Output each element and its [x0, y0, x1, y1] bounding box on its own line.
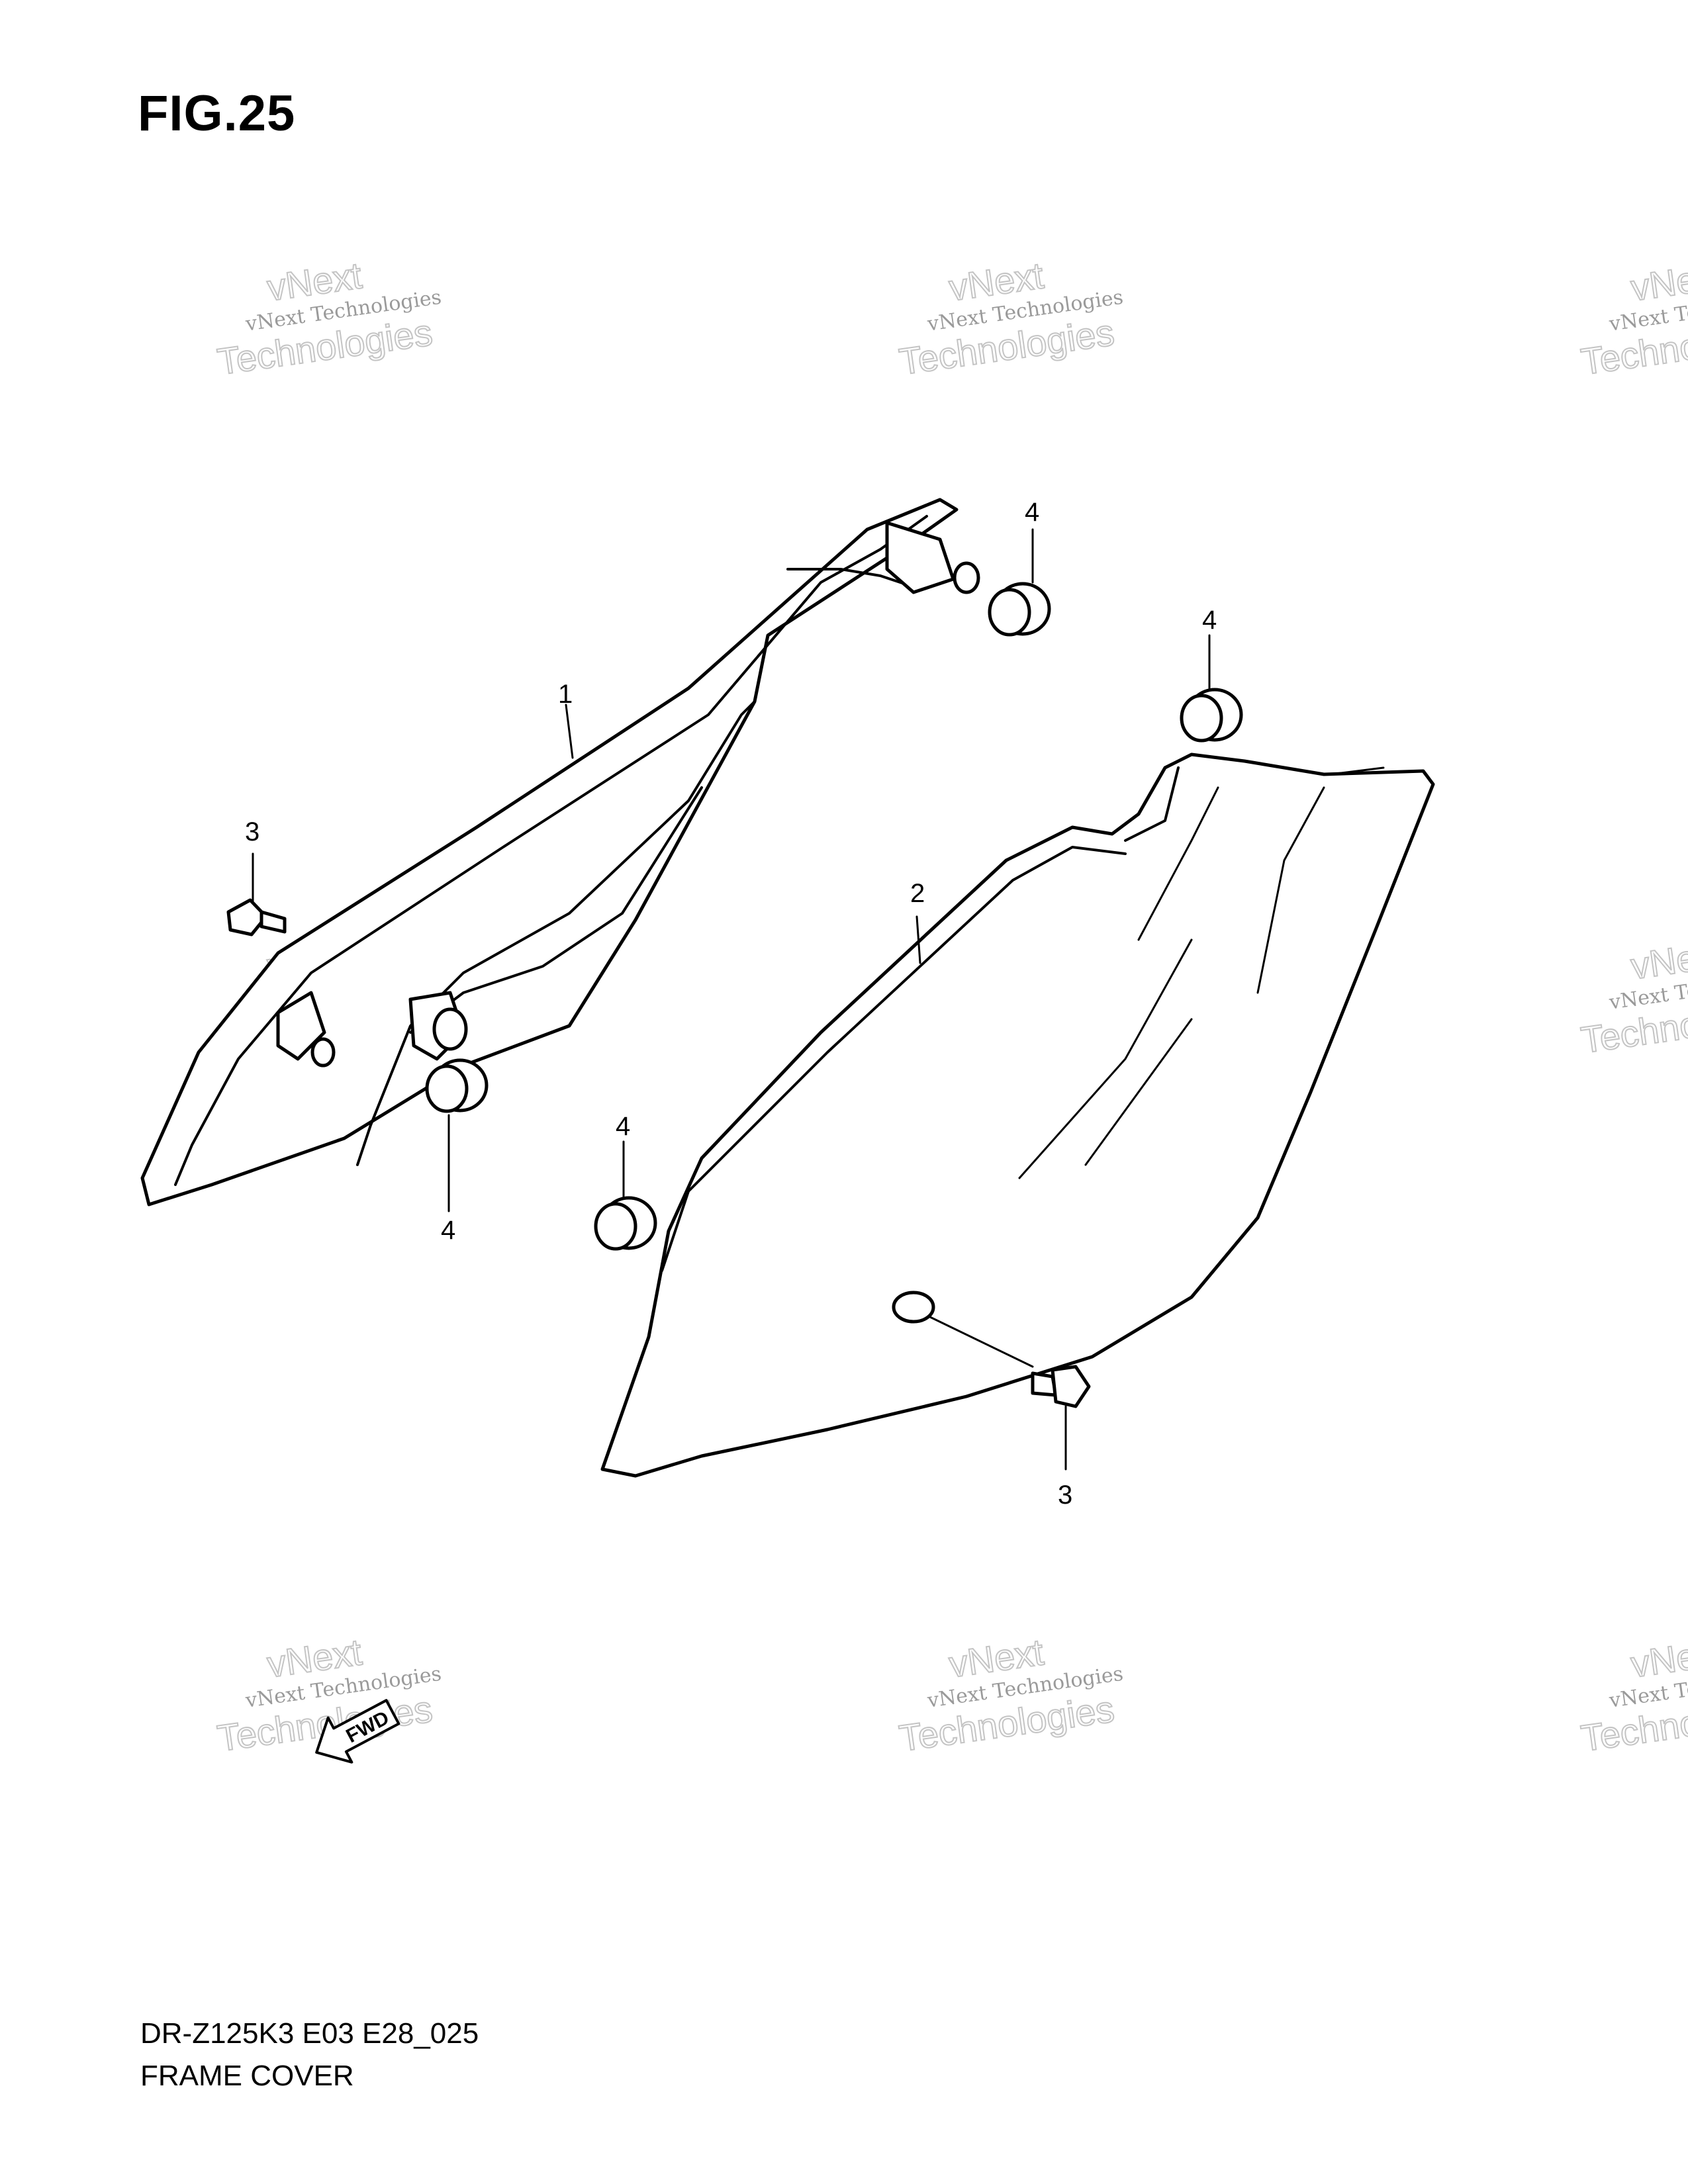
section-name: FRAME COVER: [140, 2060, 354, 2092]
callout-part-3-upper: 3: [245, 817, 259, 846]
callout-part-2: 2: [910, 879, 925, 908]
callout-part-4-middle: 4: [616, 1112, 630, 1141]
watermark-text: vNext: [1628, 933, 1688, 987]
fwd-arrow-icon: FWD: [315, 1699, 400, 1764]
watermark: vNext vNext Technologies Technologies: [1578, 1630, 1688, 1760]
callout-part-1: 1: [558, 680, 573, 709]
callout-part-4-upper: 4: [1025, 498, 1039, 527]
watermark: vNext vNext Technologies Technologies: [896, 253, 1125, 383]
part-3-bolt-lower-right: [1031, 1365, 1091, 1408]
part-4-grommet-upper: [988, 582, 1051, 637]
part-1-frame-cover-left: [140, 498, 980, 1206]
watermark-text: vNext: [1628, 254, 1688, 308]
part-3-bolt-upper-left: [226, 898, 287, 936]
part-4-grommet-middle: [594, 1196, 657, 1251]
watermark: vNext vNext Technologies Technologies: [1578, 932, 1688, 1062]
watermark: vNext vNext Technologies Technologies: [896, 1630, 1125, 1760]
model-code: DR-Z125K3 E03 E28_025: [140, 2017, 479, 2050]
callout-part-4-right: 4: [1202, 606, 1217, 635]
part-4-grommet-right: [1180, 688, 1243, 743]
figure-title: FIG.25: [138, 85, 296, 142]
watermark: vNext vNext Technologies Technologies: [1578, 253, 1688, 383]
watermark: vNext vNext Technologies Technologies: [214, 253, 443, 383]
watermark-text: vNext: [1628, 1631, 1688, 1685]
part-4-grommet-lower-left: [425, 1058, 489, 1113]
callout-part-4-lower-left: 4: [441, 1216, 455, 1245]
callout-part-3-lower: 3: [1058, 1480, 1072, 1510]
part-2-frame-cover-right: [600, 752, 1435, 1478]
leader-lines: [252, 528, 1211, 1471]
